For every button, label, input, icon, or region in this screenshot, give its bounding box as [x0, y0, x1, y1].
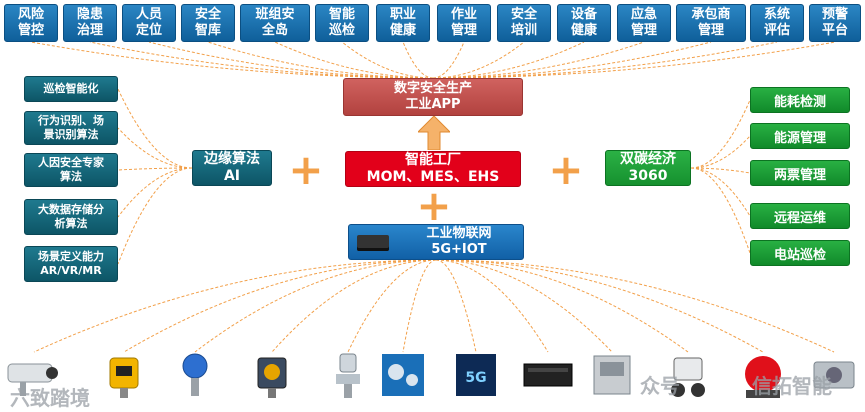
connector-device-9 [435, 259, 689, 353]
connector-top-3 [207, 41, 434, 79]
plus-icon-center: + [416, 181, 452, 230]
connector-top-12 [432, 41, 778, 79]
iot-title-line1: 工业物联网 [426, 226, 492, 241]
top-module-personnel-positioning: 人员 定位 [122, 4, 176, 42]
top-module-occupational-health: 职业 健康 [376, 4, 430, 42]
sensor-module-icon [382, 354, 424, 396]
app-title-line2: 工业APP [405, 97, 461, 112]
connector-top-4 [274, 41, 434, 79]
connector-device-7 [435, 259, 549, 353]
connector-top-11 [432, 41, 712, 79]
edge-title-line1: 边缘算法 [204, 151, 260, 167]
right-item-two-ticket-management: 两票管理 [750, 160, 850, 186]
left-item-human-factor-expert: 人因安全专家 算法 [24, 153, 118, 187]
left-item-scene-definition: 场景定义能力 AR/VR/MR [24, 246, 118, 282]
top-module-risk-control: 风险 管控 [4, 4, 58, 42]
top-module-safety-library: 安全 智库 [181, 4, 235, 42]
connector-top-7 [432, 41, 465, 79]
watermark-mid: 众号 [640, 374, 680, 398]
connector-right-4 [690, 167, 751, 254]
factory-title-line2: MOM、MES、EHS [366, 169, 500, 185]
connector-right-2 [690, 167, 751, 174]
watermark-left: 六致踏境 [10, 386, 90, 410]
top-module-safety-training: 安全 培训 [497, 4, 551, 42]
top-module-system-evaluation: 系统 评估 [750, 4, 804, 42]
connector-device-8 [435, 259, 613, 353]
edge-gateway-icon [523, 363, 573, 387]
connector-device-4 [347, 259, 437, 353]
left-item-big-data-storage: 大数据存储分 析算法 [24, 199, 118, 235]
connector-top-5 [341, 41, 434, 79]
top-module-equipment-health: 设备 健康 [557, 4, 611, 42]
connector-top-1 [89, 41, 434, 79]
top-module-hazard-governance: 隐患 治理 [63, 4, 117, 42]
connector-device-11 [435, 259, 835, 353]
industrial-computer-icon [593, 355, 631, 395]
connector-top-9 [432, 41, 585, 79]
factory-title-line1: 智能工厂 [405, 152, 461, 168]
top-module-emergency-management: 应急 管理 [617, 4, 671, 42]
top-module-work-management: 作业 管理 [437, 4, 491, 42]
connector-left-0 [117, 88, 193, 169]
carbon-title-line2: 3060 [628, 168, 668, 184]
connector-left-1 [117, 127, 193, 169]
top-module-contractor-management: 承包商 管理 [676, 4, 746, 42]
app-title-line1: 数字安全生产 [393, 81, 472, 96]
dual-carbon-box: 双碳经济 3060 [605, 150, 691, 186]
left-item-smart-inspection: 巡检智能化 [24, 76, 118, 102]
plus-icon-right: + [548, 145, 584, 194]
top-module-smart-inspection: 智能 巡检 [315, 4, 369, 42]
iot-title-line2: 5G+IOT [431, 242, 487, 257]
flow-meter-icon [336, 353, 360, 398]
5g-label: 5G [465, 370, 486, 386]
carbon-title-line1: 双碳经济 [620, 151, 676, 167]
connector-right-1 [690, 135, 751, 169]
pressure-transmitter-icon [182, 353, 208, 396]
right-item-remote-operation: 远程运维 [750, 203, 850, 229]
inspection-robot-icon [671, 357, 705, 397]
edge-algorithm-box: 边缘算法 AI [192, 150, 272, 186]
plus-icon-left: + [288, 145, 324, 194]
left-item-behavior-recognition: 行为识别、场 景识别算法 [24, 111, 118, 145]
connector-left-4 [117, 167, 193, 265]
top-module-team-safety-island: 班组安 全岛 [240, 4, 310, 42]
connector-device-6 [435, 259, 477, 353]
industrial-iot-box: 工业物联网 5G+IOT [348, 224, 524, 260]
sensor-assembly-icon [813, 361, 855, 389]
up-arrow-icon [418, 116, 450, 150]
5g-module-icon: 5G [456, 354, 496, 396]
smart-factory-box: 智能工厂 MOM、MES、EHS [345, 151, 521, 187]
surveillance-camera-icon [7, 363, 58, 396]
connector-device-2 [194, 259, 437, 353]
connector-device-0 [33, 259, 437, 353]
gateway-device-icon [357, 235, 389, 251]
connector-device-5 [402, 259, 437, 353]
connector-device-3 [271, 259, 437, 353]
warning-beacon-icon [745, 356, 781, 398]
right-item-energy-detection: 能耗检测 [750, 87, 850, 113]
connector-right-3 [690, 167, 751, 217]
connector-top-8 [432, 41, 525, 79]
digital-safety-app-box: 数字安全生产 工业APP [343, 78, 523, 116]
connector-device-10 [435, 259, 764, 353]
connector-device-1 [123, 259, 437, 353]
connector-right-0 [690, 99, 751, 169]
right-item-energy-management: 能源管理 [750, 123, 850, 149]
edge-title-line2: AI [223, 168, 241, 184]
right-item-station-inspection: 电站巡检 [750, 240, 850, 266]
connector-top-6 [402, 41, 434, 79]
explosion-proof-detector-icon [257, 357, 287, 398]
top-module-early-warning-platform: 预警 平台 [809, 4, 861, 42]
watermark-right: 信拓智能 [752, 374, 832, 398]
gas-detector-icon [109, 357, 139, 398]
connector-top-0 [30, 41, 434, 79]
connector-top-13 [432, 41, 836, 79]
